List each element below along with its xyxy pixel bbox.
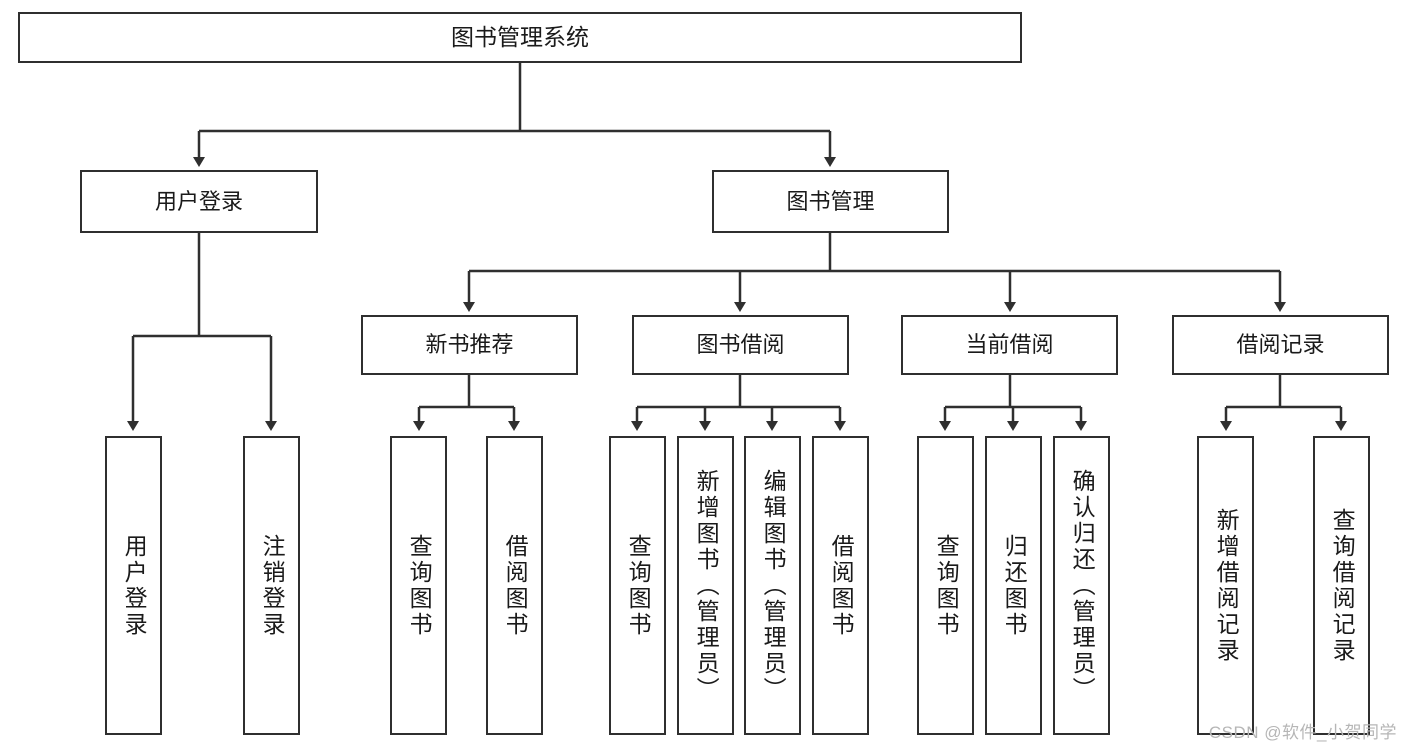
node-label: 新增图书（管理员） [693,468,720,703]
node-user-login[interactable]: 用户登录 [80,170,318,233]
node-label: 新增借阅记录 [1213,507,1240,664]
leaf-confirm-return-admin[interactable]: 确认归还（管理员） [1053,436,1110,735]
node-label: 编辑图书（管理员） [760,468,787,703]
leaf-logout[interactable]: 注销登录 [243,436,300,735]
node-book-borrow[interactable]: 图书借阅 [632,315,849,375]
node-label: 用户登录 [154,188,243,214]
leaf-return-books[interactable]: 归还图书 [985,436,1042,735]
node-label: 新书推荐 [425,332,514,358]
leaf-user-login[interactable]: 用户登录 [105,436,162,735]
csdn-watermark: CSDN @软件_小贺同学 [1208,723,1397,742]
node-label: 图书管理系统 [451,23,589,50]
node-label: 查询图书 [625,533,652,638]
node-label: 借阅图书 [502,533,529,638]
node-label: 图书管理 [786,188,875,214]
node-new-book-recommend[interactable]: 新书推荐 [361,315,578,375]
leaf-borrow-books-recommend[interactable]: 借阅图书 [486,436,543,735]
leaf-query-borrow-record[interactable]: 查询借阅记录 [1313,436,1370,735]
node-label: 查询图书 [933,533,960,638]
leaf-borrow-books[interactable]: 借阅图书 [812,436,869,735]
leaf-edit-book-admin[interactable]: 编辑图书（管理员） [744,436,801,735]
leaf-query-books-current[interactable]: 查询图书 [917,436,974,735]
node-label: 查询图书 [406,533,433,638]
node-label: 查询借阅记录 [1329,507,1356,664]
node-label: 确认归还（管理员） [1069,468,1096,703]
node-borrow-records[interactable]: 借阅记录 [1172,315,1389,375]
node-label: 用户登录 [121,533,148,638]
leaf-query-books-recommend[interactable]: 查询图书 [390,436,447,735]
node-label: 注销登录 [259,533,286,638]
node-label: 借阅图书 [828,533,855,638]
leaf-add-borrow-record[interactable]: 新增借阅记录 [1197,436,1254,735]
node-label: 归还图书 [1001,533,1028,638]
node-label: 图书借阅 [696,332,785,358]
node-label: 当前借阅 [965,332,1054,358]
node-book-management[interactable]: 图书管理 [712,170,949,233]
leaf-query-books-borrow[interactable]: 查询图书 [609,436,666,735]
node-root-system[interactable]: 图书管理系统 [18,12,1022,63]
node-label: 借阅记录 [1236,332,1325,358]
leaf-add-book-admin[interactable]: 新增图书（管理员） [677,436,734,735]
node-current-borrow[interactable]: 当前借阅 [901,315,1118,375]
